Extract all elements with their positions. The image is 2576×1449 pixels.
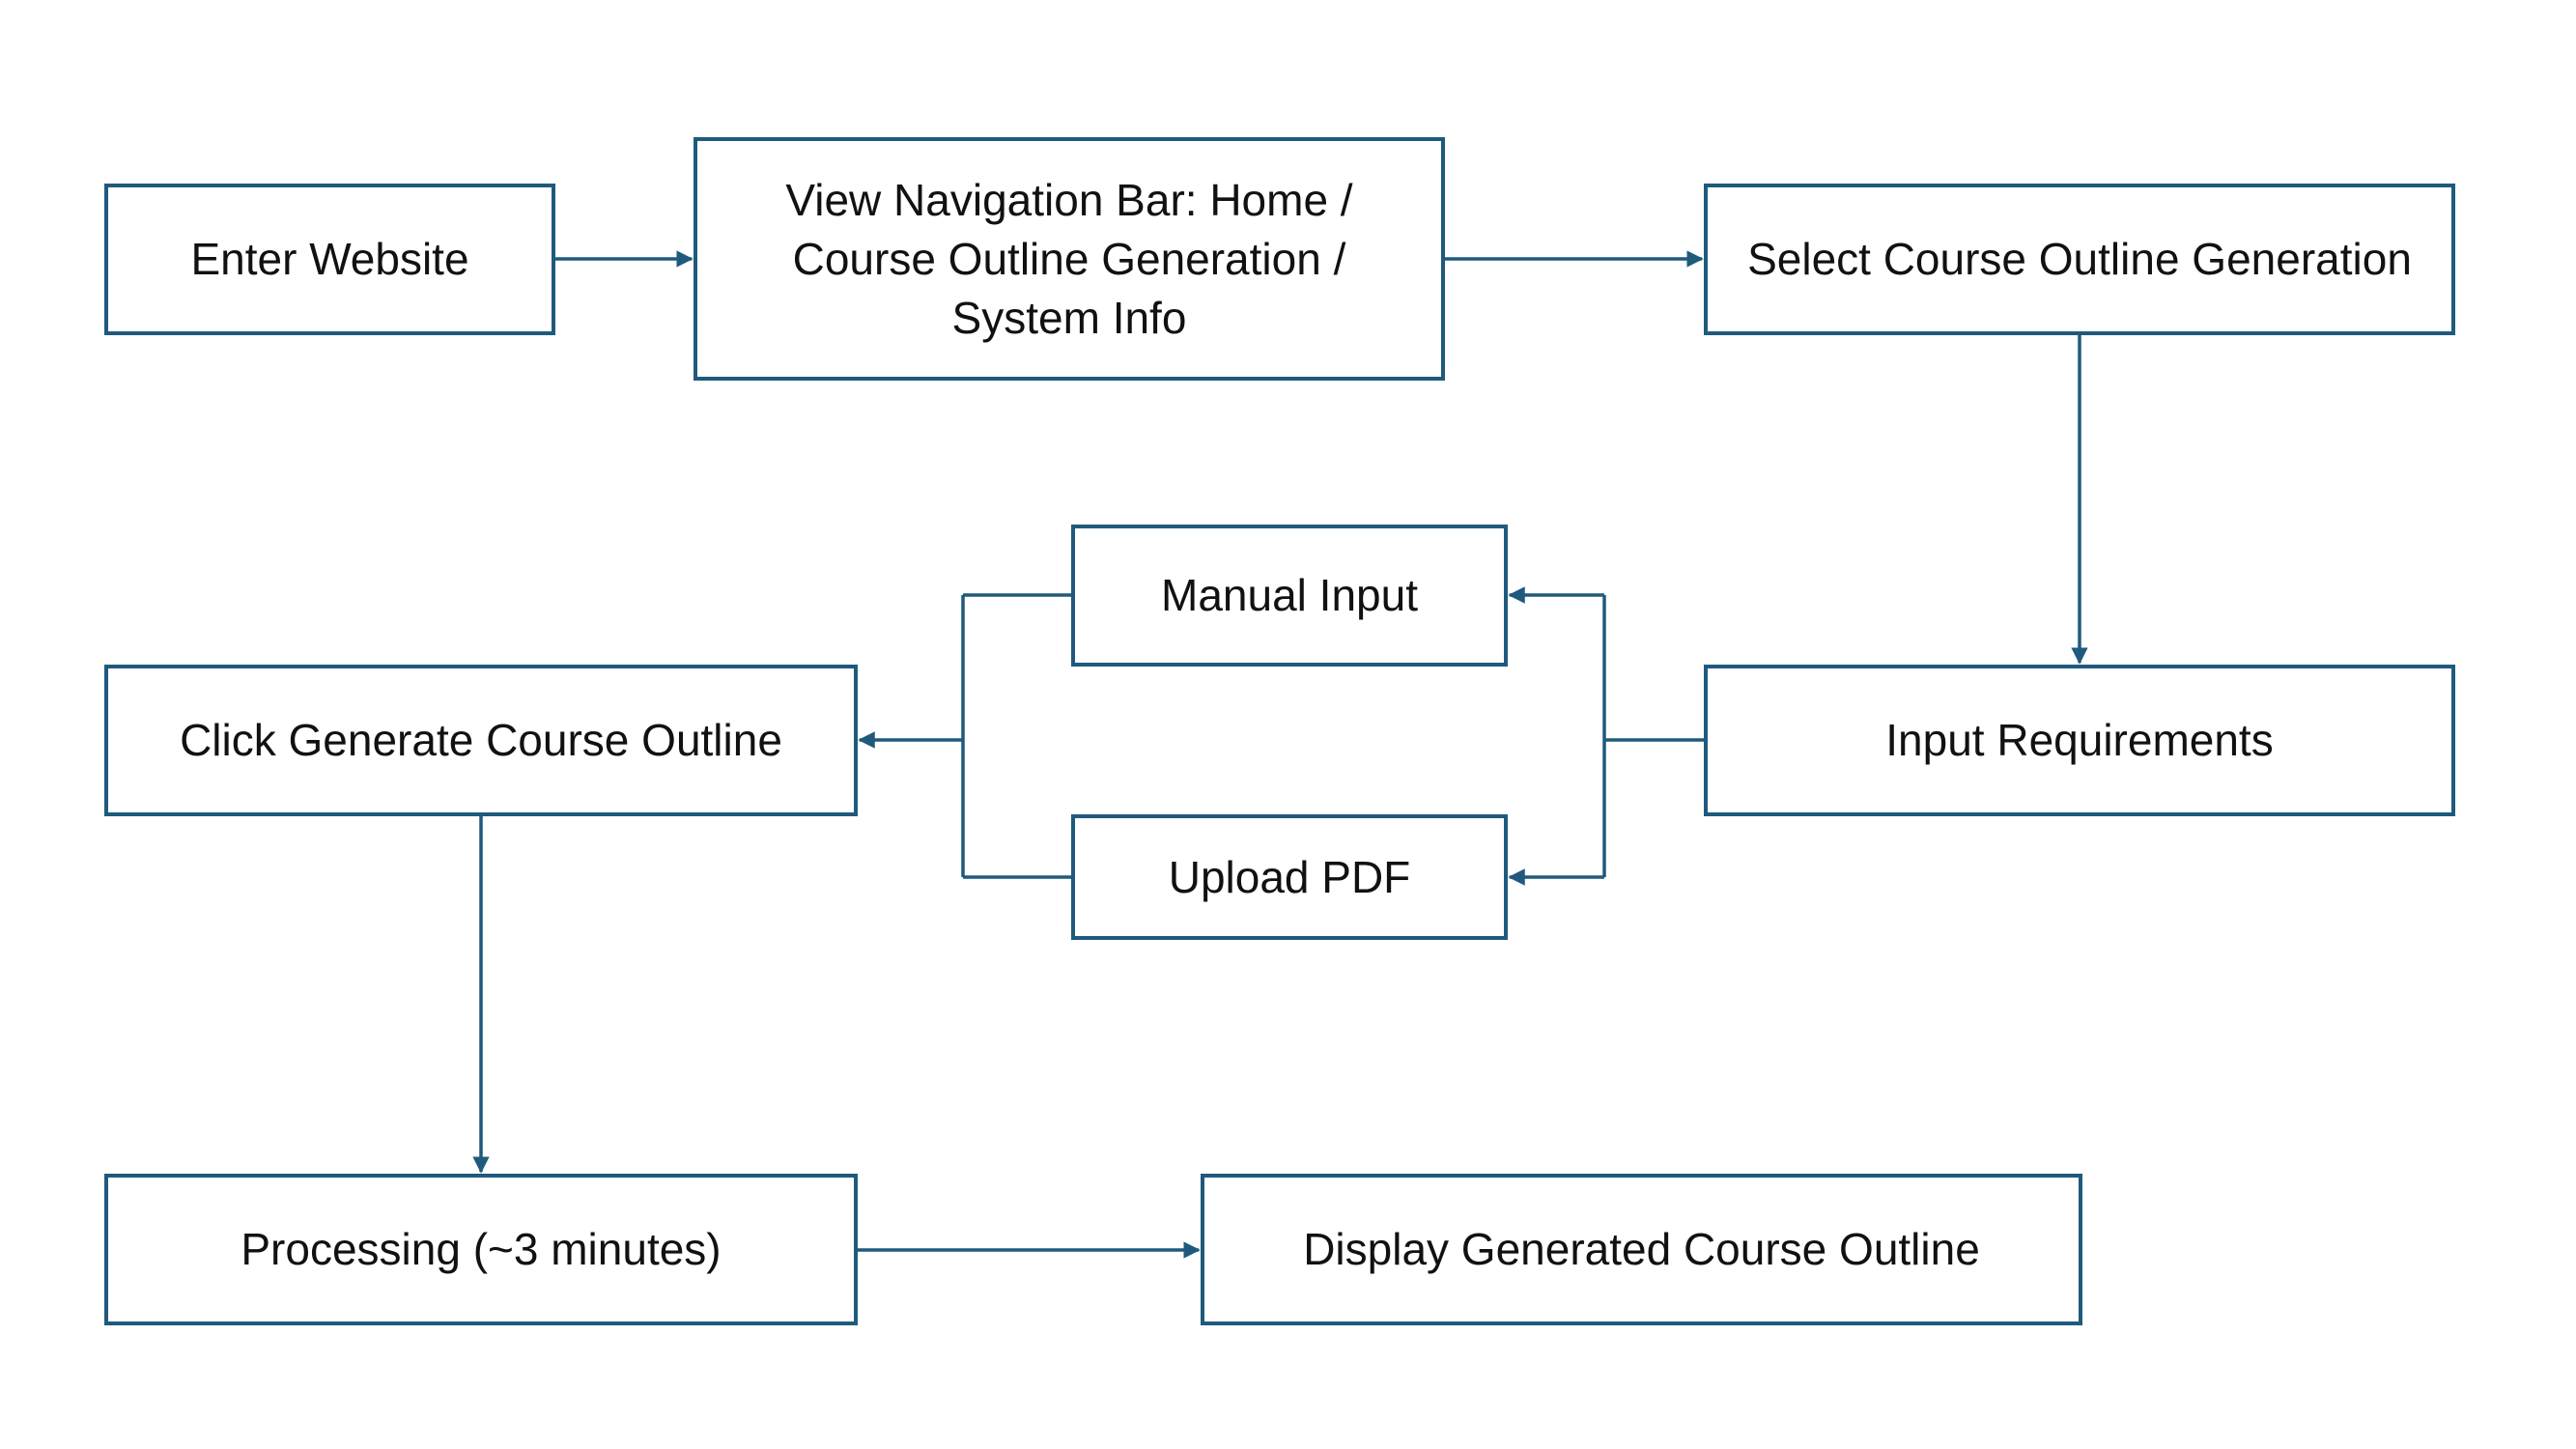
node-line-2: Course Outline Generation / <box>792 233 1346 284</box>
node-enter-website: Enter Website <box>104 184 555 335</box>
node-label-view-navigation-bar: View Navigation Bar: Home / Course Outli… <box>785 171 1352 348</box>
node-label-processing: Processing (~3 minutes) <box>241 1224 722 1274</box>
node-input-requirements: Input Requirements <box>1704 665 2455 816</box>
node-label-input-requirements: Input Requirements <box>1885 715 2274 765</box>
node-processing: Processing (~3 minutes) <box>104 1174 858 1325</box>
node-click-generate-course-outline: Click Generate Course Outline <box>104 665 858 816</box>
node-display-generated-course-outline: Display Generated Course Outline <box>1201 1174 2082 1325</box>
node-label-enter-website: Enter Website <box>190 234 469 284</box>
node-label-select-course-outline-generation: Select Course Outline Generation <box>1747 234 2412 284</box>
node-label-display-generated-course-outline: Display Generated Course Outline <box>1303 1224 1980 1274</box>
node-line-3: System Info <box>951 292 1187 343</box>
node-manual-input: Manual Input <box>1071 525 1508 667</box>
node-label-manual-input: Manual Input <box>1161 570 1418 620</box>
node-select-course-outline-generation: Select Course Outline Generation <box>1704 184 2455 335</box>
node-line-1: View Navigation Bar: Home / <box>785 174 1353 225</box>
node-label-click-generate-course-outline: Click Generate Course Outline <box>180 715 782 765</box>
node-upload-pdf: Upload PDF <box>1071 814 1508 940</box>
node-view-navigation-bar: View Navigation Bar: Home / Course Outli… <box>694 137 1445 381</box>
node-label-upload-pdf: Upload PDF <box>1168 851 1411 902</box>
